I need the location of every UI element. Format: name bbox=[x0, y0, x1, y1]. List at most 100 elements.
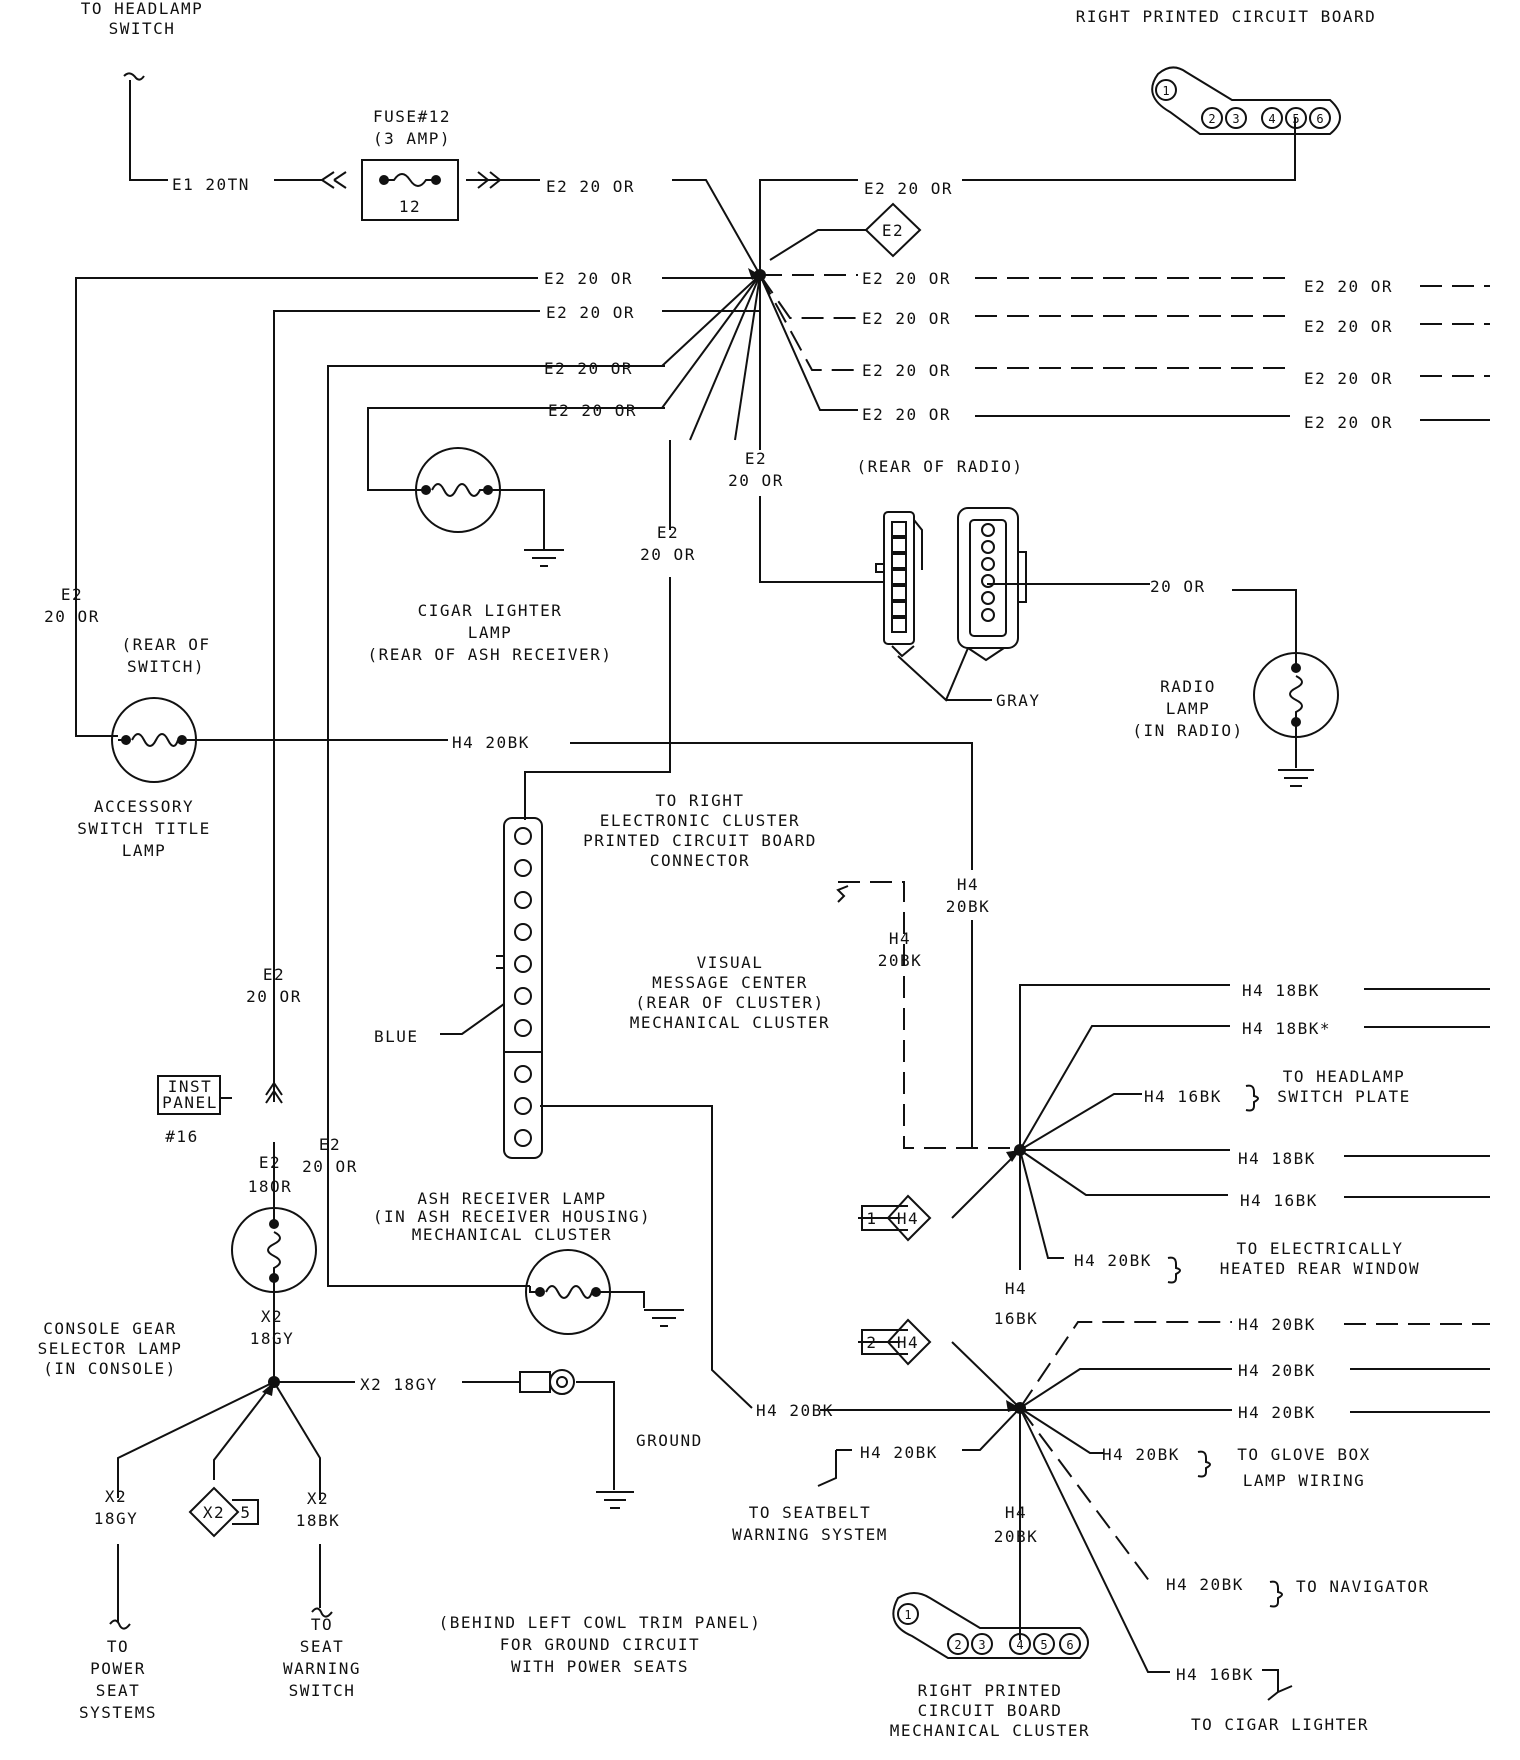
pcb-top-pin-3: 3 bbox=[1232, 112, 1239, 126]
label-e2-12: E2 20 OR bbox=[548, 401, 637, 420]
pcb-top-pins: 1 2 3 4 5 6 bbox=[1162, 84, 1323, 126]
connector-e2-diamond bbox=[864, 202, 922, 258]
h4-connector-2 bbox=[861, 1318, 932, 1366]
label-e2-8: E2 20 OR bbox=[1304, 317, 1393, 336]
label-fuse-number: 12 bbox=[399, 197, 421, 216]
label-e1-wire: E1 20TN bbox=[172, 175, 250, 194]
label-e2-3: E2 20 OR bbox=[544, 269, 633, 288]
label-e2-box: E2 bbox=[882, 221, 904, 240]
label-e2-9: E2 20 OR bbox=[544, 359, 633, 378]
pcb-top-pin-1: 1 bbox=[1162, 84, 1169, 98]
label-e2-10: E2 20 OR bbox=[862, 361, 951, 380]
label-x2-18gy: X2 18GY bbox=[360, 1375, 438, 1394]
pcb-bottom-pin-6: 6 bbox=[1066, 1638, 1073, 1652]
label-e2-5: E2 20 OR bbox=[1304, 277, 1393, 296]
pcb-bottom-pin-3: 3 bbox=[978, 1638, 985, 1652]
label-h4-20bk-nav: H4 20BK bbox=[1166, 1575, 1244, 1594]
wires bbox=[75, 72, 1490, 1673]
pcb-bottom-pin-5: 5 bbox=[1040, 1638, 1047, 1652]
label-20-or: 20 OR bbox=[1150, 577, 1206, 596]
pcb-bottom-pin-4: 4 bbox=[1016, 1638, 1023, 1652]
label-h4-20bk-c: H4 20BK bbox=[1238, 1315, 1316, 1334]
pcb-bottom-pin-1: 1 bbox=[904, 1608, 911, 1622]
label-h4-conn-2-box: H4 bbox=[897, 1333, 919, 1352]
pcb-top-pin-2: 2 bbox=[1208, 112, 1215, 126]
label-fuse: FUSE#12(3 AMP) bbox=[373, 107, 451, 148]
label-h4-conn-1-box: H4 bbox=[897, 1209, 919, 1228]
label-rear-of-radio: (REAR OF RADIO) bbox=[857, 457, 1024, 476]
label-ash-lamp: ASH RECEIVER LAMP(IN ASH RECEIVER HOUSIN… bbox=[373, 1189, 651, 1244]
label-behind-cowl: (BEHIND LEFT COWL TRIM PANEL)FOR GROUND … bbox=[439, 1613, 762, 1676]
label-h4-18bk-star: H4 18BK* bbox=[1242, 1019, 1331, 1038]
ground-console bbox=[596, 1491, 634, 1509]
label-h4-16bk-plate: H4 16BK bbox=[1144, 1087, 1222, 1106]
accessory-switch-lamp bbox=[111, 697, 197, 783]
x2-connector bbox=[188, 1486, 259, 1538]
pcb-bottom-pins: 1 2 3 4 5 6 bbox=[904, 1608, 1073, 1652]
radio-connector bbox=[875, 507, 1027, 702]
label-right-pcb-top: RIGHT PRINTED CIRCUIT BOARD bbox=[1076, 7, 1377, 26]
label-e2-7: E2 20 OR bbox=[862, 309, 951, 328]
label-e2-6: E2 20 OR bbox=[546, 303, 635, 322]
label-h4-20bk-glove: H4 20BK bbox=[1102, 1445, 1180, 1464]
ground-eyelet bbox=[519, 1369, 575, 1395]
ground-symbols bbox=[524, 549, 1314, 1509]
label-h4-20bk-d: H4 20BK bbox=[1238, 1361, 1316, 1380]
label-h4-conn-1-num: 1 bbox=[866, 1209, 877, 1228]
pcb-top-pin-5: 5 bbox=[1292, 112, 1299, 126]
pcb-bottom-pin-2: 2 bbox=[954, 1638, 961, 1652]
ash-receiver-lamp bbox=[525, 1249, 645, 1335]
label-h4-18bk-b: H4 18BK bbox=[1238, 1149, 1316, 1168]
label-h4-16bk-cigar: H4 16BK bbox=[1176, 1665, 1254, 1684]
label-e2-4: E2 20 OR bbox=[862, 269, 951, 288]
label-e2-11: E2 20 OR bbox=[1304, 369, 1393, 388]
visual-message-connector bbox=[496, 817, 543, 1159]
ground-ash bbox=[644, 1309, 684, 1327]
label-gray: GRAY bbox=[996, 691, 1041, 710]
splice-junctions bbox=[262, 268, 1026, 1414]
label-ground: GROUND bbox=[636, 1431, 703, 1450]
ground-radio bbox=[1278, 769, 1314, 787]
radio-lamp bbox=[1253, 652, 1339, 738]
label-h4-conn-2-num: 2 bbox=[866, 1333, 877, 1352]
label-x2-box-num: 5 bbox=[240, 1503, 251, 1522]
pcb-top-pin-4: 4 bbox=[1268, 112, 1275, 126]
label-e2-14: E2 20 OR bbox=[1304, 413, 1393, 432]
label-inst-16: #16 bbox=[165, 1127, 198, 1146]
label-to-cigar-lighter: TO CIGAR LIGHTER bbox=[1191, 1715, 1369, 1734]
label-e2-2: E2 20 OR bbox=[864, 179, 953, 198]
label-e2-1: E2 20 OR bbox=[546, 177, 635, 196]
label-h4-20bk-acc: H4 20BK bbox=[452, 733, 530, 752]
fuse-12 bbox=[321, 159, 502, 221]
cigar-lighter-lamp bbox=[415, 447, 501, 533]
label-h4-20bk-e: H4 20BK bbox=[1238, 1403, 1316, 1422]
label-blue: BLUE bbox=[374, 1027, 419, 1046]
right-pcb-top bbox=[1151, 66, 1341, 135]
